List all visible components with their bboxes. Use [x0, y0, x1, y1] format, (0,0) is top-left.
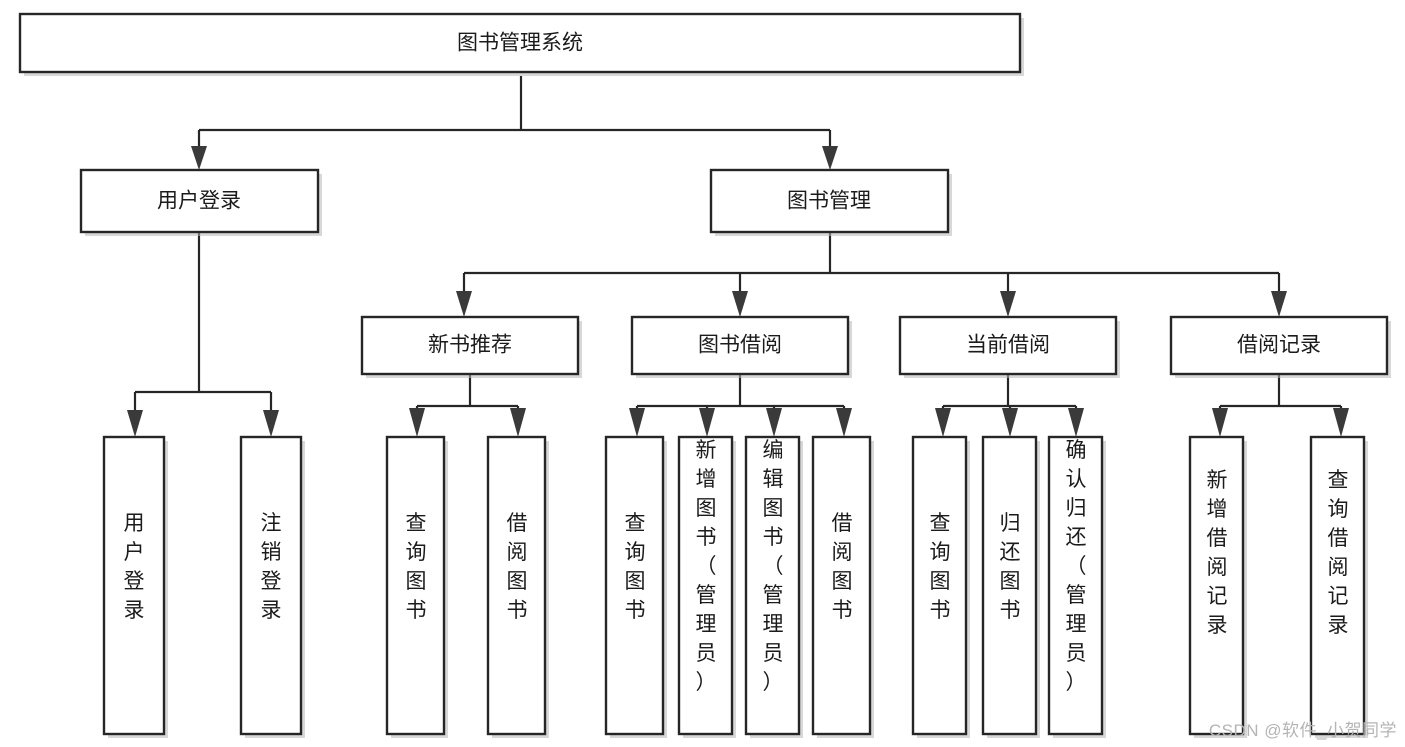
node-label: 查询借阅记录 [1328, 469, 1349, 637]
node-box [981, 435, 1038, 736]
node-box [911, 435, 968, 736]
node-label: 用户登录 [157, 190, 241, 213]
arrow-head-icon [766, 408, 782, 437]
arrow-head-icon [191, 146, 207, 170]
node-box [630, 315, 850, 376]
node-root[interactable]: 图书管理系统 [18, 12, 1024, 76]
node-label: 图书管理系统 [457, 32, 583, 55]
node-box [1169, 315, 1389, 376]
arrow-head-icon [127, 410, 143, 437]
arrow-head-icon [1002, 408, 1018, 437]
node-leaf-add-book[interactable]: 新增图书（管理员） [677, 435, 736, 738]
edge-layer [127, 76, 1349, 437]
node-user-login[interactable]: 用户登录 [79, 168, 322, 236]
node-box [744, 435, 801, 736]
node-borrowing-record[interactable]: 借阅记录 [1169, 315, 1391, 378]
node-label: 图书借阅 [698, 334, 782, 357]
node-box [1309, 435, 1366, 736]
node-label: 新增图书（管理员） [696, 439, 717, 694]
node-book-management[interactable]: 图书管理 [709, 168, 952, 236]
node-box [102, 435, 166, 736]
arrow-head-icon [1271, 291, 1287, 317]
node-label: 借阅图书 [507, 512, 528, 622]
arrow-head-icon [263, 410, 279, 437]
node-leaf-logout[interactable]: 注销登录 [239, 435, 305, 738]
node-label: 图书管理 [787, 190, 871, 213]
node-box [811, 435, 872, 736]
node-leaf-edit-book[interactable]: 编辑图书（管理员） [744, 435, 803, 738]
arrow-head-icon [935, 408, 951, 437]
arrow-head-icon [699, 408, 715, 437]
node-leaf-add-record[interactable]: 新增借阅记录 [1188, 435, 1247, 738]
node-leaf-user-login[interactable]: 用户登录 [102, 435, 168, 738]
node-leaf-return-book[interactable]: 归还图书 [981, 435, 1040, 738]
node-box [360, 315, 580, 376]
node-box [79, 168, 320, 234]
arrow-head-icon [732, 291, 748, 317]
node-book-borrowing[interactable]: 图书借阅 [630, 315, 852, 378]
arrow-head-icon [629, 408, 645, 437]
node-label: 新书推荐 [428, 334, 512, 357]
node-label: 归还图书 [1000, 512, 1021, 622]
node-label: 用户登录 [124, 512, 145, 622]
node-new-book-recommendation[interactable]: 新书推荐 [360, 315, 582, 378]
node-box [239, 435, 303, 736]
arrow-head-icon [409, 408, 425, 437]
arrow-head-icon [510, 408, 526, 437]
node-label: 当前借阅 [966, 334, 1050, 357]
node-label: 查询图书 [930, 512, 951, 622]
node-label: 新增借阅记录 [1207, 469, 1228, 637]
node-label: 查询图书 [625, 512, 646, 622]
node-label: 确认归还（管理员） [1066, 439, 1087, 694]
node-label: 查询图书 [406, 512, 427, 622]
arrow-head-icon [1000, 291, 1016, 317]
node-label: 借阅图书 [832, 512, 853, 622]
arrow-head-icon [1212, 408, 1228, 437]
node-leaf-borrow-book-2[interactable]: 借阅图书 [811, 435, 874, 738]
node-layer: 图书管理系统 用户登录 图书管理 新书推荐 [18, 12, 1391, 738]
node-box [1188, 435, 1245, 736]
node-box [677, 435, 734, 736]
node-leaf-confirm-return[interactable]: 确认归还（管理员） [1047, 435, 1106, 738]
node-current-borrowing[interactable]: 当前借阅 [898, 315, 1120, 378]
node-box [1047, 435, 1104, 736]
node-box [604, 435, 665, 736]
node-leaf-query-record[interactable]: 查询借阅记录 [1309, 435, 1368, 738]
node-leaf-query-book-2[interactable]: 查询图书 [604, 435, 667, 738]
arrow-head-icon [456, 291, 472, 317]
csdn-watermark: CSDN @软件_小贺同学 [1208, 721, 1397, 740]
arrow-head-icon [836, 408, 852, 437]
node-box [486, 435, 547, 736]
node-leaf-query-book-1[interactable]: 查询图书 [385, 435, 448, 738]
node-box [898, 315, 1118, 376]
node-box [709, 168, 950, 234]
arrow-head-icon [822, 146, 838, 170]
arrow-head-icon [1068, 408, 1084, 437]
node-label: 借阅记录 [1237, 334, 1321, 357]
node-leaf-query-book-3[interactable]: 查询图书 [911, 435, 970, 738]
arrow-head-icon [1333, 408, 1349, 437]
node-leaf-borrow-book-1[interactable]: 借阅图书 [486, 435, 549, 738]
node-box [385, 435, 446, 736]
node-box [18, 12, 1022, 74]
node-label: 编辑图书（管理员） [763, 439, 784, 694]
node-label: 注销登录 [261, 512, 282, 622]
